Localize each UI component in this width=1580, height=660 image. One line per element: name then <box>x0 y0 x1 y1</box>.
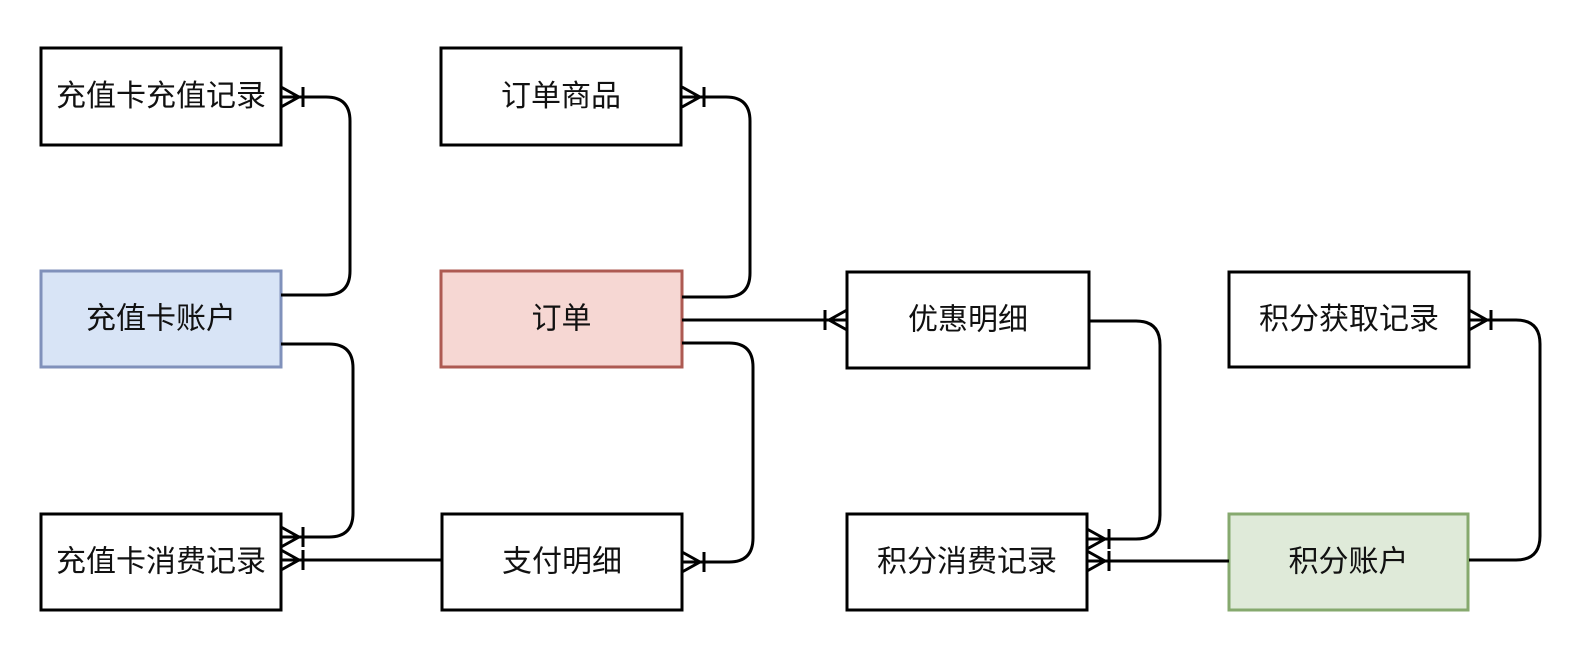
crows-foot-icon <box>280 525 305 549</box>
relationship-account-to-recharge-records <box>280 85 352 297</box>
relationship-line <box>1469 318 1542 562</box>
relationship-order-to-order-items <box>681 85 752 299</box>
relationship-order-to-discount-details <box>682 308 848 332</box>
entity-label: 充值卡账户 <box>86 303 236 336</box>
entity-points-consumption-records[interactable]: 积分消费记录 <box>845 512 1089 612</box>
crows-foot-icon <box>1086 549 1111 573</box>
relationship-order-to-payment-details <box>681 341 755 574</box>
entity-order-items[interactable]: 订单商品 <box>439 46 683 147</box>
entity-order[interactable]: 订单 <box>439 269 684 369</box>
entity-discount-details[interactable]: 优惠明细 <box>845 270 1091 370</box>
entity-recharge-card-consumption-records[interactable]: 充值卡消费记录 <box>39 512 283 612</box>
entity-points-account[interactable]: 积分账户 <box>1227 512 1470 612</box>
relationship-account-to-consumption-records <box>280 342 355 549</box>
relationship-line <box>1087 319 1162 541</box>
relationship-line <box>682 341 755 564</box>
entity-label: 充值卡充值记录 <box>56 80 266 113</box>
relationship-points-account-to-consumption <box>1086 549 1229 573</box>
entity-label: 订单 <box>532 303 592 336</box>
crows-foot-icon <box>681 550 706 574</box>
crows-foot-icon <box>1086 527 1111 551</box>
entity-payment-details[interactable]: 支付明细 <box>440 512 684 612</box>
relationship-discount-to-points-consumption <box>1086 319 1162 551</box>
crows-foot-icon <box>280 85 305 109</box>
entity-box[interactable] <box>845 512 1089 612</box>
entity-box[interactable] <box>1227 512 1470 612</box>
entity-label: 积分获取记录 <box>1259 303 1439 336</box>
relationship-line <box>281 95 352 297</box>
entity-box[interactable] <box>39 512 283 612</box>
entity-points-acquisition-records[interactable]: 积分获取记录 <box>1227 270 1471 369</box>
entity-label: 充值卡消费记录 <box>56 546 266 579</box>
entity-label: 积分消费记录 <box>877 546 1057 579</box>
entity-box[interactable] <box>1227 270 1471 369</box>
entity-recharge-card-account[interactable]: 充值卡账户 <box>39 269 283 369</box>
entity-box[interactable] <box>845 270 1091 370</box>
relationship-line <box>281 342 355 539</box>
entity-box[interactable] <box>39 269 283 369</box>
entity-label: 优惠明细 <box>908 304 1028 337</box>
entity-label: 订单商品 <box>501 80 621 113</box>
relationship-line <box>682 95 752 299</box>
entity-box[interactable] <box>439 269 684 369</box>
relationship-payment-to-consumption-records <box>280 548 442 572</box>
entity-label: 积分账户 <box>1289 546 1409 579</box>
entity-label: 支付明细 <box>502 546 622 579</box>
relationship-points-account-to-acquisition <box>1468 308 1542 562</box>
entity-box[interactable] <box>440 512 684 612</box>
entity-box[interactable] <box>439 46 683 147</box>
crows-foot-icon <box>823 308 848 332</box>
entity-recharge-card-recharge-records[interactable]: 充值卡充值记录 <box>39 46 283 147</box>
crows-foot-icon <box>280 548 305 572</box>
entity-box[interactable] <box>39 46 283 147</box>
crows-foot-icon <box>1468 308 1493 332</box>
crows-foot-icon <box>681 85 706 109</box>
